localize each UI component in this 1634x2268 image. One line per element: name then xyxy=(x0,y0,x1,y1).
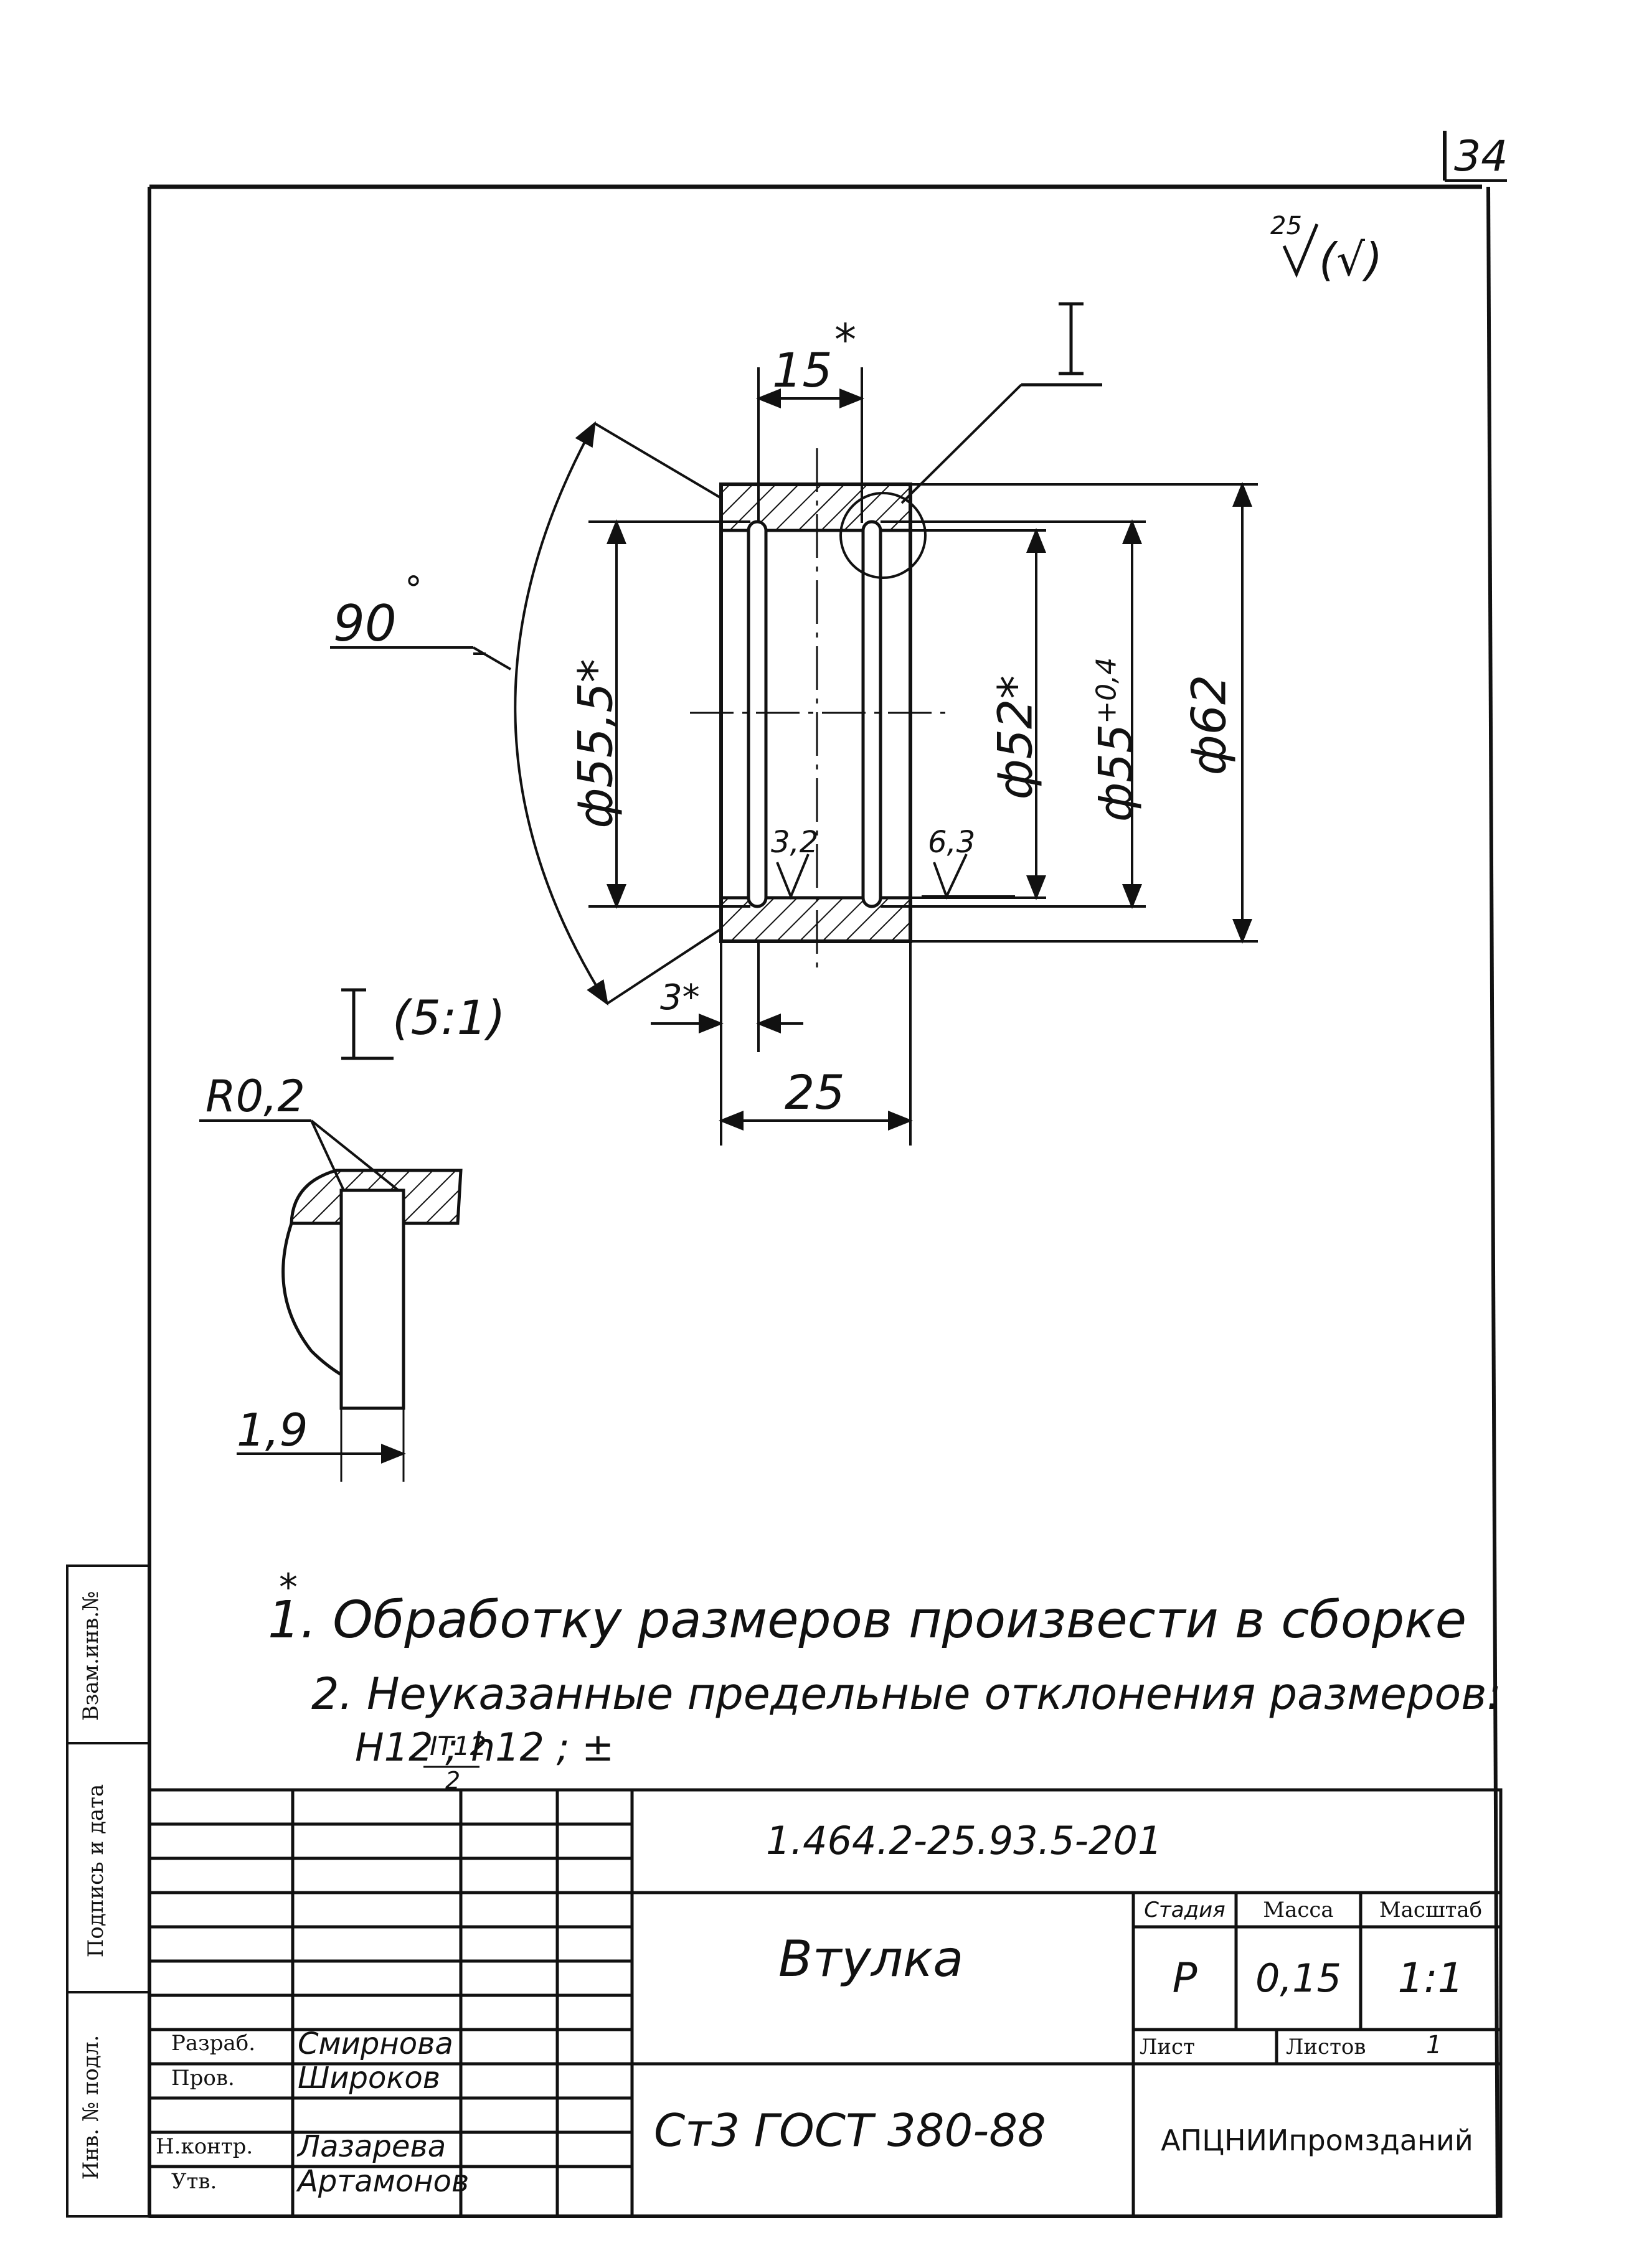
dim-angle-label: 90 xyxy=(333,595,397,652)
detail-scale: (5:1) xyxy=(392,990,506,1045)
tb-name-developer: Смирнова xyxy=(298,2026,453,2061)
dim-angle-unit: ° xyxy=(405,570,422,610)
roughness-inner-label: 3,2 xyxy=(771,825,819,860)
roughness-inner-icon xyxy=(776,854,1015,900)
tb-sheets-label: Листов xyxy=(1286,2035,1366,2059)
dim-d55-tolerance: +0,4 xyxy=(1090,657,1123,724)
note-fraction-num: IT12 xyxy=(430,1731,487,1761)
tb-scale-value: 1:1 xyxy=(1397,1954,1464,2002)
tb-role-approver: Утв. xyxy=(171,2169,217,2194)
dim-d55-5-label: ф55,5* xyxy=(568,659,623,828)
tb-stage-label: Стадия xyxy=(1144,1897,1226,1922)
dim-d55-5-value: ф55,5 xyxy=(567,682,623,829)
side-inv: Инв. № подл. xyxy=(78,2035,103,2180)
dim-d55-5-star: * xyxy=(567,659,623,683)
dim-15 xyxy=(756,367,864,523)
title-block-frame xyxy=(148,1788,1503,2218)
dim-d55-value: ф55 xyxy=(1089,723,1143,822)
tb-role-normcontrol: Н.контр. xyxy=(156,2134,253,2159)
bushing-section-view xyxy=(690,302,1102,971)
dim-d55-5 xyxy=(588,519,750,909)
tb-sheets-value: 1 xyxy=(1426,2031,1442,2059)
note-fraction-den: 2 xyxy=(445,1767,461,1794)
tb-stage-value: Р xyxy=(1172,1954,1197,2002)
dim-d52-value: ф52 xyxy=(987,699,1043,800)
roughness-global-value: 25 xyxy=(1270,212,1302,240)
tb-mass-value: 0,15 xyxy=(1255,1955,1342,2001)
tb-mass-label: Масса xyxy=(1263,1897,1334,1922)
dim-chamfer-3 xyxy=(651,941,803,1052)
dim-d52-star: * xyxy=(987,675,1043,699)
dim-d62-label: ф62 xyxy=(1181,674,1237,776)
dim-length-25 xyxy=(719,941,913,1146)
side-podpis: Подпись и дата xyxy=(83,1784,108,1958)
tb-organization: АПЦНИИпромзданий xyxy=(1161,2123,1473,2157)
tb-scale-label: Масштаб xyxy=(1379,1897,1483,1922)
tb-sheet-label: Лист xyxy=(1140,2035,1195,2059)
dim-15-star: * xyxy=(834,314,856,365)
tb-name: Втулка xyxy=(778,1930,964,1988)
page-number: 34 xyxy=(1454,132,1508,181)
roughness-global-icon xyxy=(1282,224,1319,278)
detail-marker-I xyxy=(341,988,394,1060)
dim-d62 xyxy=(910,482,1258,944)
note-star: * xyxy=(279,1566,298,1609)
roughness-global-paren: (√) xyxy=(1319,233,1383,286)
dim-length-label: 25 xyxy=(785,1065,845,1120)
note-line-1: 1. Обработку размеров произвести в сборк… xyxy=(268,1591,1467,1650)
tb-material: Ст3 ГОСТ 380-88 xyxy=(654,2104,1046,2157)
tb-role-checker: Пров. xyxy=(171,2066,235,2091)
tb-role-developer: Разраб. xyxy=(171,2031,256,2056)
roughness-outer-label: 6,3 xyxy=(928,825,976,860)
note-line-3: H12 ; h12 ; ± xyxy=(355,1725,615,1770)
dim-d55-label: ф55+0,4 xyxy=(1089,657,1143,822)
tb-name-checker: Широков xyxy=(298,2061,441,2096)
dim-d52-label: ф52* xyxy=(987,675,1042,800)
tb-designation: 1.464.2-25.93.5-201 xyxy=(766,1818,1163,1863)
dim-groove-label: 1,9 xyxy=(237,1404,308,1456)
tb-name-normcontrol: Лазарева xyxy=(298,2129,446,2164)
detail-view xyxy=(199,1119,463,1482)
dim-angle-90 xyxy=(330,421,722,1006)
dim-chamfer-label: 3* xyxy=(660,977,700,1018)
tb-name-approver: Артамонов xyxy=(298,2164,470,2199)
dim-radius-label: R0,2 xyxy=(205,1071,305,1122)
page-number-corner xyxy=(1443,131,1507,182)
note-line-2: 2. Неуказанные предельные отклонения раз… xyxy=(311,1668,1502,1720)
side-vzam: Взам.инв.№ xyxy=(78,1591,103,1721)
dim-d55 xyxy=(881,519,1146,909)
dim-15-label: 15 xyxy=(772,342,833,398)
